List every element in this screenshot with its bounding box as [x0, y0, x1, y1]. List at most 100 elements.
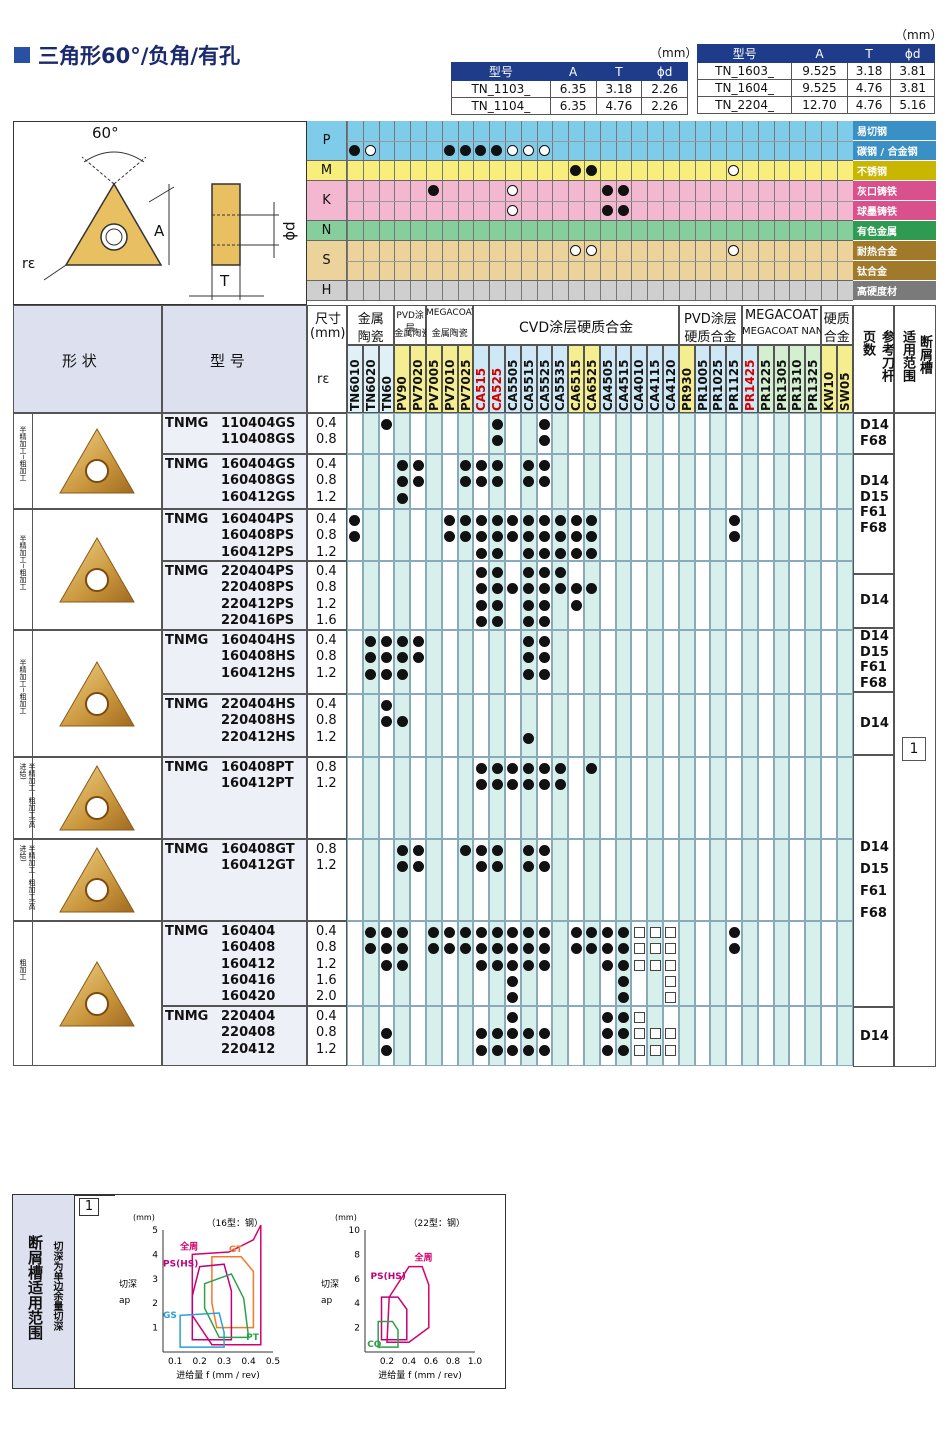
range-column [894, 413, 936, 1067]
dot-mark [491, 476, 503, 488]
process-label-cell [13, 509, 33, 630]
grid-line [726, 161, 728, 180]
grid-line [536, 181, 538, 220]
re-label: rε [317, 372, 330, 387]
grid-line [647, 161, 649, 180]
size-label: 尺寸 [315, 312, 342, 327]
grade-body-cell [821, 509, 837, 561]
circle-mark [570, 245, 582, 256]
grade-body-cell [710, 413, 727, 454]
size-header [307, 305, 347, 413]
dot-mark [523, 636, 535, 647]
grade-body-cell [710, 757, 727, 839]
dot-mark [396, 636, 408, 647]
model-code: 160412GS [221, 489, 296, 505]
grade-label: PR1425 [742, 359, 757, 411]
grid-line [536, 121, 538, 160]
x-tick-label: 0.2 [193, 1357, 207, 1367]
grade-body-cell [615, 413, 632, 454]
grade-body-cell [568, 413, 584, 454]
chart-left-label: 断屑槽适用范围 [26, 1235, 44, 1340]
grade-label: PV7010 [442, 359, 457, 411]
grid-line [568, 241, 570, 280]
grade-body-cell [805, 454, 821, 509]
grid-line [615, 281, 617, 300]
grade-label: PV90 [395, 376, 410, 411]
model-code: 160408GT [221, 842, 295, 857]
grade-body-cell [773, 509, 790, 561]
circle-mark [586, 245, 597, 256]
dot-mark [396, 845, 408, 856]
dot-mark [728, 943, 740, 955]
material-label: 耐热合金 [853, 241, 936, 261]
grade-body-cell [473, 630, 490, 694]
dot-mark [523, 927, 535, 938]
process-label: 半精加工~粗加工 [19, 658, 27, 714]
grade-body-cell [678, 694, 695, 757]
dot-mark [586, 763, 598, 774]
material-label: 球墨铸铁 [853, 201, 936, 221]
angle-label: 60° [92, 124, 119, 142]
grade-label: SW05 [837, 372, 852, 411]
dot-mark [491, 1044, 503, 1056]
dot-mark [554, 567, 566, 578]
shape-header [13, 305, 162, 413]
grid-line [647, 241, 649, 280]
grid-line [378, 161, 380, 180]
grid-line [773, 181, 775, 220]
grade-group-cell [394, 305, 426, 345]
grid-line [726, 241, 728, 280]
ref-page: D15 [860, 862, 889, 877]
model-cell [162, 413, 307, 454]
grade-body-cell [678, 1006, 695, 1066]
dot-mark [523, 652, 535, 664]
grade-body-cell [362, 921, 379, 1006]
dot-mark [491, 583, 503, 595]
grade-body-cell [362, 757, 379, 839]
grade-body-cell [631, 757, 648, 839]
grid-line [694, 281, 696, 300]
spec-cell: 12.70 [791, 96, 848, 114]
dot-mark [601, 205, 613, 216]
grade-group-label: PVD涂层 [396, 311, 424, 334]
grade-body-cell [426, 509, 442, 561]
circle-mark [507, 205, 518, 216]
grid-line [410, 181, 412, 220]
chart-side-note: 切深为单边余量切深 [51, 1241, 62, 1331]
grid-line [615, 181, 617, 220]
grade-body-cell [757, 1006, 774, 1066]
radius-value: 1.2 [316, 596, 337, 612]
spec-header: 型号 [451, 62, 551, 81]
ref-header-label: 参考刀杆页数 [860, 330, 894, 382]
grade-cell [647, 345, 663, 413]
dot-mark [570, 165, 582, 176]
spec-cell: 6.35 [549, 97, 597, 115]
grade-body-cell [441, 561, 458, 630]
dot-mark [523, 861, 535, 873]
y-axis-label: 切深 [321, 1279, 339, 1290]
dot-mark [586, 165, 597, 176]
grade-body-cell [663, 509, 679, 561]
grid-line [821, 121, 822, 160]
square-mark [633, 959, 645, 971]
grade-body-cell [773, 561, 790, 630]
grid-line [378, 121, 380, 160]
square-mark [665, 927, 677, 938]
dot-mark [349, 515, 361, 526]
model-cell [162, 921, 307, 1006]
grid-line [584, 121, 585, 160]
process-label: 粗加工 [19, 958, 27, 980]
grade-group-cell [347, 305, 395, 345]
grid-line [599, 161, 601, 180]
grid-line [347, 281, 348, 300]
dot-mark [601, 185, 613, 196]
grade-body-cell [599, 757, 616, 839]
radius-value: 0.4 [316, 633, 337, 648]
dot-mark [412, 845, 424, 856]
grid-line [378, 281, 380, 300]
grade-body-cell [536, 694, 553, 757]
grade-body-cell [647, 413, 663, 454]
grid-line [489, 281, 491, 300]
